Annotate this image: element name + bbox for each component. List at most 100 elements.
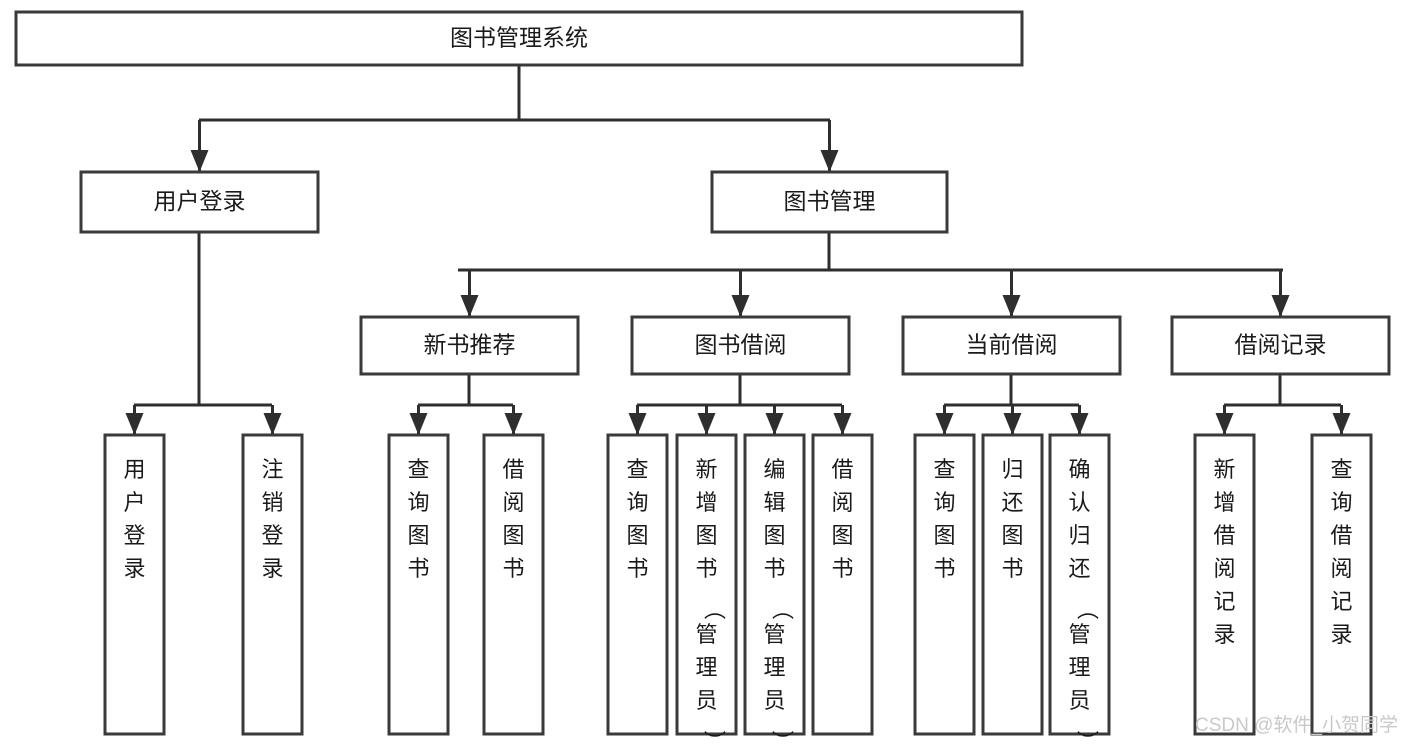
node-label-leaf-borrow-book-recommend: 书 bbox=[502, 556, 524, 581]
node-layer: 图书管理系统用户登录图书管理新书推荐图书借阅当前借阅借阅记录用户登录注销登录查询… bbox=[14, 10, 1391, 747]
node-label-leaf-edit-book-admin: 编 bbox=[763, 457, 785, 482]
node-borrow-record[interactable]: 借阅记录 bbox=[1170, 315, 1391, 376]
node-label-leaf-confirm-return-admin: 员 bbox=[1068, 688, 1090, 713]
node-box-leaf-query-book-recommend bbox=[387, 433, 450, 736]
arrow-head-icon-new-book-recommend bbox=[460, 295, 479, 317]
node-label-leaf-query-book-borrow: 书 bbox=[626, 556, 648, 581]
node-label-leaf-borrow-book: 图 bbox=[831, 523, 853, 548]
node-leaf-user-login[interactable]: 用户登录 bbox=[103, 433, 166, 736]
node-label-leaf-return-book: 归 bbox=[1001, 457, 1023, 482]
node-label-leaf-query-borrow-record: 记 bbox=[1330, 589, 1352, 614]
node-new-book-recommend[interactable]: 新书推荐 bbox=[359, 315, 580, 376]
node-label-leaf-add-book-admin: 增 bbox=[695, 490, 717, 515]
node-label-leaf-add-borrow-record: 阅 bbox=[1213, 556, 1235, 581]
node-label-leaf-query-book-recommend: 询 bbox=[407, 490, 429, 515]
node-label-leaf-confirm-return-admin: 确 bbox=[1068, 457, 1090, 482]
arrow-head-icon-leaf-query-borrow-record bbox=[1332, 413, 1351, 435]
arrow-head-icon-leaf-user-login bbox=[125, 413, 144, 435]
node-label-leaf-query-book-current: 图 bbox=[933, 523, 955, 548]
node-label-leaf-user-login: 登 bbox=[123, 523, 145, 548]
node-label-leaf-user-login: 用 bbox=[123, 457, 145, 482]
arrow-head-icon-leaf-borrow-book-recommend bbox=[504, 413, 523, 435]
node-label-leaf-edit-book-admin: 图 bbox=[763, 523, 785, 548]
arrow-head-icon-book-borrow bbox=[731, 295, 750, 317]
node-box-user-login bbox=[79, 170, 320, 234]
node-label-leaf-query-book-current: 书 bbox=[933, 556, 955, 581]
node-label-leaf-add-borrow-record: 录 bbox=[1213, 622, 1235, 647]
node-label-leaf-query-book-borrow: 查 bbox=[626, 457, 648, 482]
arrow-head-icon-book-manage bbox=[820, 150, 839, 172]
node-box-leaf-borrow-book bbox=[811, 433, 874, 736]
node-label-leaf-edit-book-admin: 管 bbox=[763, 622, 785, 647]
node-label-leaf-confirm-return-admin: 理 bbox=[1068, 655, 1090, 680]
node-box-book-manage bbox=[710, 170, 949, 234]
csdn-watermark: CSDN @软件_小贺同学 bbox=[1195, 714, 1398, 736]
arrow-head-icon-leaf-edit-book-admin bbox=[765, 413, 784, 435]
arrow-head-icon-leaf-query-book-current bbox=[935, 413, 954, 435]
node-label-leaf-borrow-book: 借 bbox=[831, 457, 853, 482]
node-box-book-borrow bbox=[630, 315, 851, 376]
node-label-leaf-add-book-admin: 图 bbox=[695, 523, 717, 548]
arrow-head-icon-user-login bbox=[190, 150, 209, 172]
node-label-user-login: 用户登录 bbox=[154, 188, 246, 214]
node-label-leaf-query-borrow-record: 录 bbox=[1330, 622, 1352, 647]
node-label-leaf-edit-book-admin: 辑 bbox=[763, 490, 785, 515]
node-box-new-book-recommend bbox=[359, 315, 580, 376]
node-label-leaf-add-book-admin: ） bbox=[702, 730, 727, 747]
node-label-leaf-edit-book-admin: ） bbox=[770, 730, 795, 747]
node-label-leaf-add-book-admin: 员 bbox=[695, 688, 717, 713]
arrow-head-icon-leaf-borrow-book bbox=[833, 413, 852, 435]
node-label-leaf-query-borrow-record: 查 bbox=[1330, 457, 1352, 482]
node-box-leaf-borrow-book-recommend bbox=[482, 433, 545, 736]
node-label-leaf-logout-login: 销 bbox=[261, 490, 283, 515]
arrow-head-icon-leaf-add-book-admin bbox=[697, 413, 716, 435]
node-book-manage[interactable]: 图书管理 bbox=[710, 170, 949, 234]
arrow-head-icon-leaf-query-book-borrow bbox=[628, 413, 647, 435]
node-label-leaf-confirm-return-admin: （ bbox=[1075, 598, 1100, 620]
node-book-borrow[interactable]: 图书借阅 bbox=[630, 315, 851, 376]
node-user-login[interactable]: 用户登录 bbox=[79, 170, 320, 234]
node-box-leaf-user-login bbox=[103, 433, 166, 736]
connector-layer bbox=[125, 65, 1351, 435]
arrow-head-icon-leaf-return-book bbox=[1003, 413, 1022, 435]
node-label-leaf-add-book-admin: 书 bbox=[695, 556, 717, 581]
node-label-leaf-user-login: 户 bbox=[123, 490, 145, 515]
node-label-leaf-query-book-borrow: 询 bbox=[626, 490, 648, 515]
node-label-leaf-confirm-return-admin: ） bbox=[1075, 730, 1100, 747]
node-label-leaf-return-book: 还 bbox=[1001, 490, 1023, 515]
node-label-leaf-confirm-return-admin: 认 bbox=[1068, 490, 1090, 515]
node-label-leaf-edit-book-admin: （ bbox=[770, 598, 795, 620]
node-label-leaf-add-book-admin: 管 bbox=[695, 622, 717, 647]
node-label-leaf-edit-book-admin: 理 bbox=[763, 655, 785, 680]
node-label-leaf-query-book-current: 询 bbox=[933, 490, 955, 515]
node-label-book-borrow: 图书借阅 bbox=[695, 332, 787, 358]
node-label-leaf-query-borrow-record: 阅 bbox=[1330, 556, 1352, 581]
node-label-leaf-add-borrow-record: 记 bbox=[1213, 589, 1235, 614]
node-box-leaf-add-borrow-record bbox=[1193, 433, 1256, 736]
node-label-leaf-confirm-return-admin: 还 bbox=[1068, 556, 1090, 581]
node-label-leaf-query-book-recommend: 图 bbox=[407, 523, 429, 548]
arrow-head-icon-current-borrow bbox=[1002, 295, 1021, 317]
node-label-leaf-logout-login: 录 bbox=[261, 556, 283, 581]
node-current-borrow[interactable]: 当前借阅 bbox=[901, 315, 1122, 376]
node-label-leaf-logout-login: 注 bbox=[261, 457, 283, 482]
node-label-borrow-record: 借阅记录 bbox=[1235, 332, 1327, 358]
node-label-leaf-return-book: 书 bbox=[1001, 556, 1023, 581]
node-box-leaf-query-book-borrow bbox=[606, 433, 669, 736]
node-label-leaf-edit-book-admin: 员 bbox=[763, 688, 785, 713]
node-root[interactable]: 图书管理系统 bbox=[14, 10, 1024, 67]
arrow-head-icon-leaf-logout-login bbox=[263, 413, 282, 435]
